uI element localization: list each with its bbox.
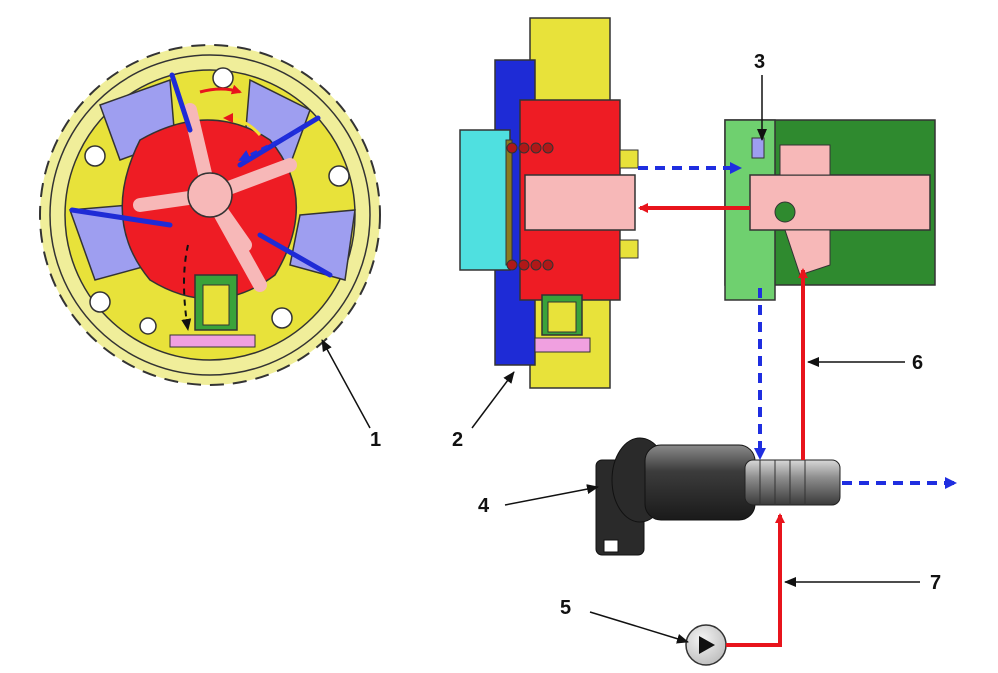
- camshaft-section: [724, 119, 936, 301]
- solenoid-spool: [744, 459, 841, 506]
- lock-pin-base: [169, 334, 256, 348]
- leader-lines: [321, 75, 920, 644]
- callout-4: 4: [478, 495, 490, 517]
- vane-sprocket-unit: [39, 44, 381, 386]
- rotation-arrow-red: [199, 84, 242, 95]
- callout-6: 6: [912, 352, 923, 374]
- pressure-line-pump: [726, 513, 785, 647]
- spring-rod: [505, 139, 513, 266]
- spring-coils: [506, 142, 554, 271]
- cross-section-unit: [459, 17, 639, 389]
- check-valve: [751, 137, 765, 159]
- callout-2: 2: [452, 429, 463, 451]
- oil-flow-lines: [638, 162, 957, 647]
- bolt-holes: [84, 67, 350, 335]
- callout-3: 3: [754, 51, 765, 73]
- oil-pump-icon: [685, 624, 727, 666]
- rotor-hub: [187, 172, 233, 218]
- camshaft-bore: [749, 174, 931, 231]
- callout-5: 5: [560, 597, 571, 619]
- solenoid-valve: [595, 437, 841, 556]
- solenoid-body: [644, 444, 756, 521]
- callout-7: 7: [930, 572, 941, 594]
- central-bolt: [524, 174, 636, 231]
- callout-1: 1: [370, 429, 381, 451]
- rotation-arrow-yellow: [223, 113, 262, 137]
- vane-blades: [69, 72, 333, 278]
